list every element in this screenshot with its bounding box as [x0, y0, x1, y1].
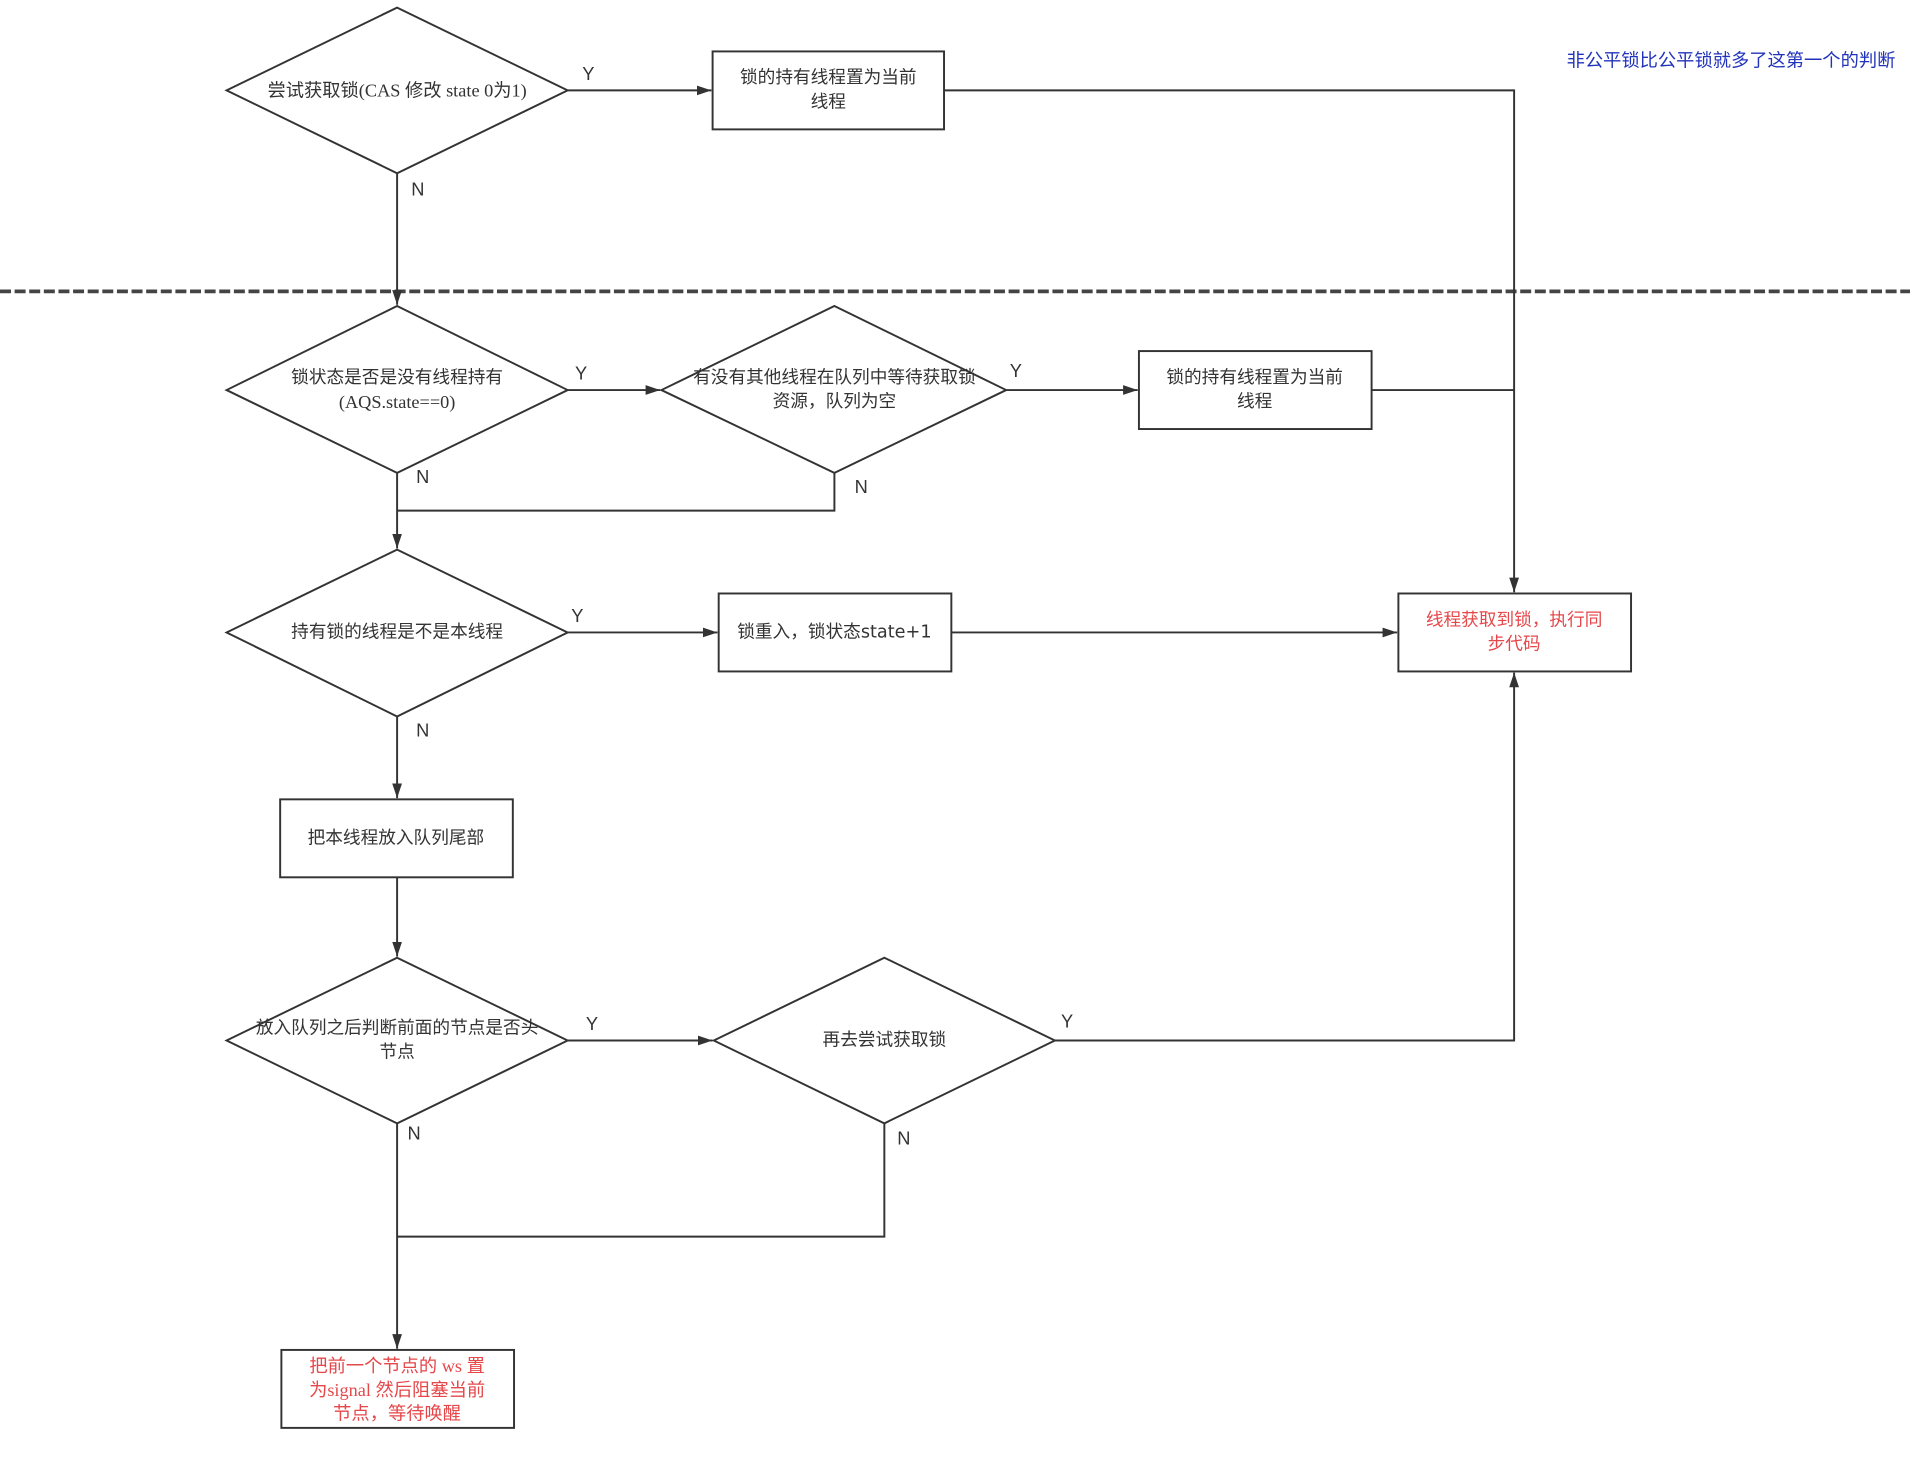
edge-retry-yes	[1054, 672, 1519, 1042]
edge-label-yes: Y	[575, 363, 587, 384]
edge-label-yes: Y	[582, 63, 594, 84]
process-set-owner-1: 锁的持有线程置为当前 线程	[711, 50, 946, 131]
edge-label-yes: Y	[571, 605, 583, 626]
node-label: 把前一个节点的 ws 置	[309, 1356, 485, 1376]
edge-set-owner-1-to-acquired	[944, 89, 1519, 593]
node-label: 线程获取到锁，执行同	[1426, 609, 1603, 630]
node-label: 资源，队列为空	[773, 391, 897, 412]
edge-label-no: N	[897, 1127, 910, 1148]
edge-label-no: N	[411, 179, 424, 200]
decision-state-free: 锁状态是否是没有线程持有 (AQS.state==0)	[224, 304, 570, 474]
process-park: 把前一个节点的 ws 置 为signal 然后阻塞当前 节点，等待唤醒	[280, 1348, 516, 1429]
edge-label-no: N	[416, 719, 429, 740]
decision-retry: 再去尝试获取锁	[711, 956, 1058, 1125]
node-label: 锁状态是否是没有线程持有	[291, 367, 503, 388]
node-label: 节点，等待唤醒	[333, 1403, 461, 1423]
node-label: 步代码	[1488, 634, 1541, 655]
node-label: 锁重入，锁状态state+1	[737, 621, 931, 642]
edge-label-no: N	[408, 1123, 421, 1144]
decision-try-cas: 尝试获取锁(CAS 修改 state 0为1)	[224, 6, 570, 175]
edge-label-yes: Y	[1010, 360, 1022, 381]
node-label: 节点	[379, 1042, 414, 1063]
node-label: (AQS.state==0)	[339, 392, 455, 413]
decision-pred-is-head: 放入队列之后判断前面的节点是否头 节点	[224, 956, 570, 1125]
node-label: 线程	[1237, 391, 1272, 412]
node-label: 锁的持有线程置为当前	[740, 67, 917, 88]
edge-label-yes: Y	[586, 1013, 598, 1034]
node-label: 持有锁的线程是不是本线程	[291, 621, 503, 642]
node-label: 有没有其他线程在队列中等待获取锁	[693, 367, 976, 388]
node-label: 尝试获取锁(CAS 修改 state 0为1)	[267, 80, 526, 101]
process-enqueue: 把本线程放入队列尾部	[279, 798, 514, 879]
edge-queue-empty-no	[397, 472, 836, 512]
node-label: 再去尝试获取锁	[823, 1030, 947, 1051]
node-label: 为signal 然后阻塞当前	[309, 1380, 485, 1400]
process-reentrant: 锁重入，锁状态state+1	[717, 592, 953, 673]
process-acquired: 线程获取到锁，执行同 步代码	[1397, 592, 1633, 673]
node-label: 线程	[811, 92, 846, 113]
edge-retry-no	[397, 1123, 886, 1238]
node-label: 锁的持有线程置为当前	[1166, 367, 1343, 388]
edge-label-no: N	[416, 466, 429, 487]
node-label: 放入队列之后判断前面的节点是否头	[256, 1017, 539, 1038]
node-label: 把本线程放入队列尾部	[308, 827, 485, 848]
decision-queue-empty: 有没有其他线程在队列中等待获取锁 资源，队列为空	[659, 304, 1009, 474]
edge-label-yes: Y	[1061, 1011, 1073, 1032]
process-set-owner-2: 锁的持有线程置为当前 线程	[1137, 350, 1373, 431]
edge-label-no: N	[855, 476, 868, 497]
decision-is-owner: 持有锁的线程是不是本线程	[224, 548, 570, 718]
note-text: 非公平锁比公平锁就多了这第一个的判断	[1567, 51, 1896, 72]
